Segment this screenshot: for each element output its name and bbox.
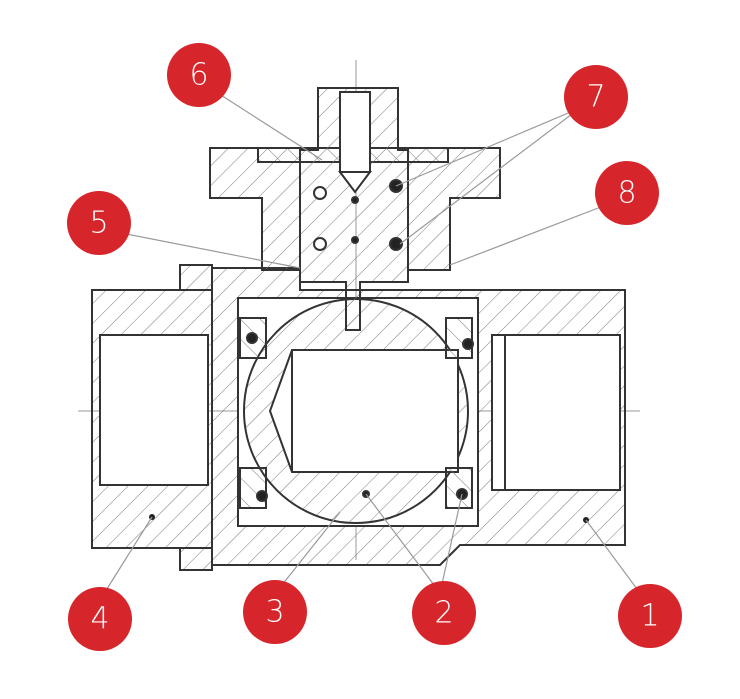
callout-7: 7 <box>564 65 628 129</box>
callout-5-label: 5 <box>89 206 108 241</box>
callout-1-label: 1 <box>640 599 659 634</box>
o-rings <box>313 179 403 251</box>
callout-6: 6 <box>167 43 231 107</box>
callout-2-label: 2 <box>434 596 453 631</box>
callout-3: 3 <box>243 580 307 644</box>
seats <box>239 317 474 509</box>
callout-2: 2 <box>412 581 476 645</box>
stem <box>299 87 409 331</box>
callout-1: 1 <box>618 584 682 648</box>
callout-6-label: 6 <box>189 58 208 93</box>
leader-lines <box>99 87 641 601</box>
callout-8: 8 <box>595 161 659 225</box>
callout-5: 5 <box>67 191 131 255</box>
end-connector-left <box>91 264 213 571</box>
callout-3-label: 3 <box>265 595 284 630</box>
callout-7-label: 7 <box>586 80 605 115</box>
ball <box>243 298 469 524</box>
callout-4: 4 <box>68 587 132 651</box>
callout-4-label: 4 <box>90 602 109 637</box>
callout-8-label: 8 <box>617 176 636 211</box>
